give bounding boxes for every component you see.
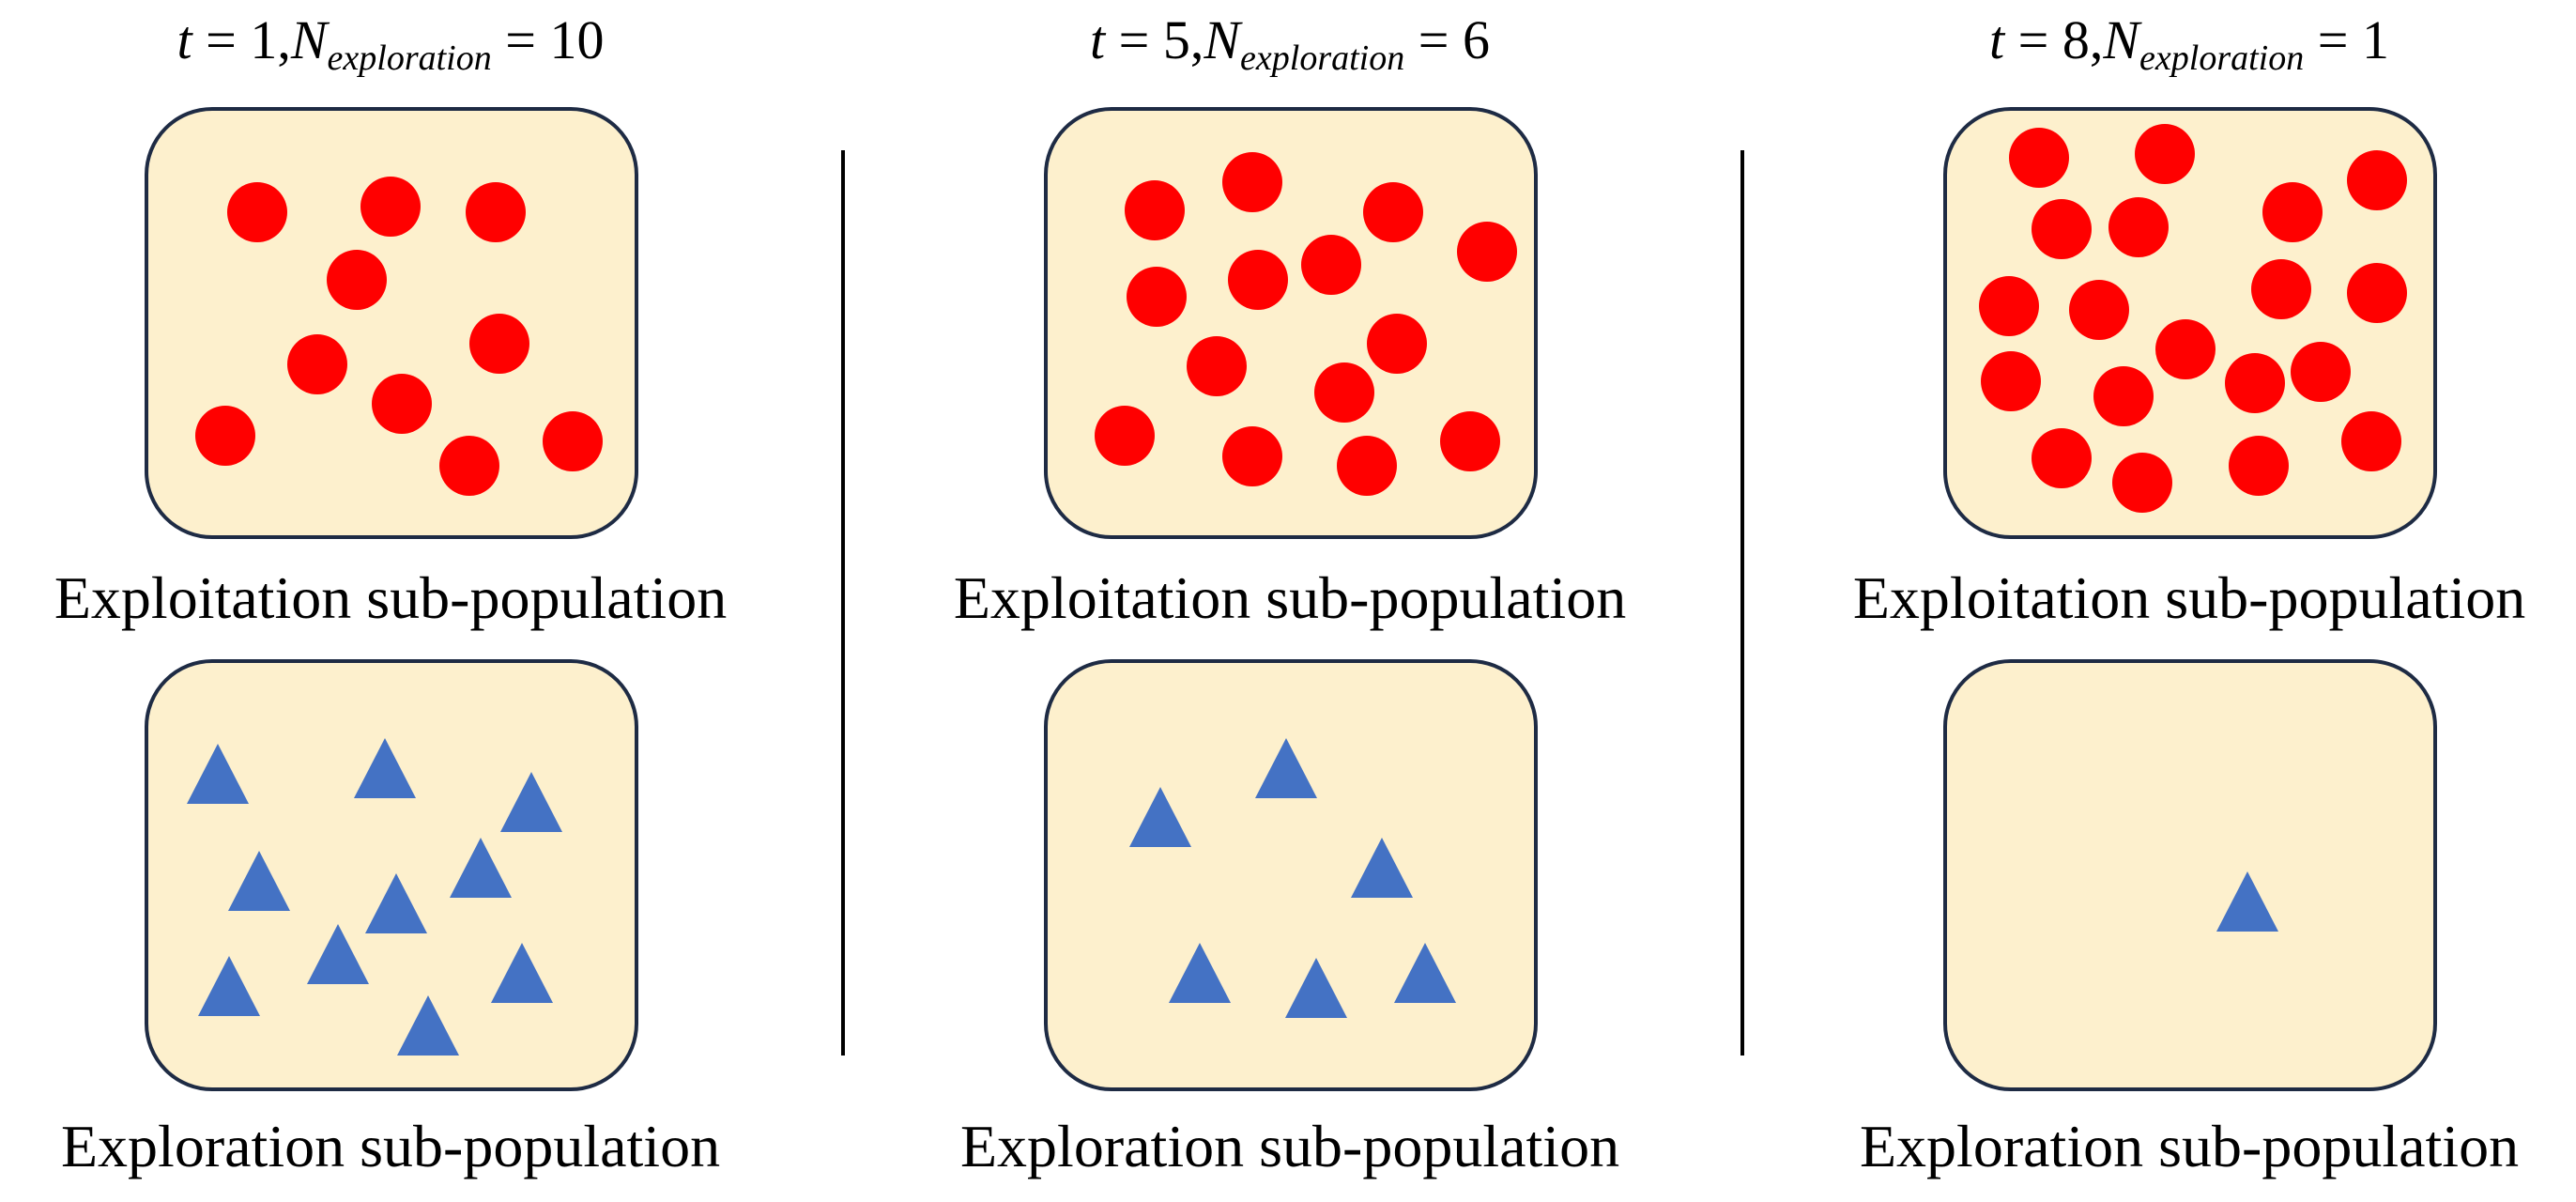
panel-2-n-value: = 6 bbox=[1404, 9, 1490, 70]
exploration-individual-4 bbox=[228, 851, 290, 911]
exploitation-individual-19 bbox=[2341, 411, 2401, 471]
panel-3-exploration-markers bbox=[2216, 871, 2278, 932]
exploitation-individual-9 bbox=[1187, 336, 1247, 396]
exploitation-individual-3 bbox=[466, 182, 526, 242]
exploitation-individual-1 bbox=[2009, 128, 2069, 188]
exploitation-individual-10 bbox=[2347, 263, 2407, 323]
exploitation-individual-5 bbox=[469, 314, 529, 374]
exploitation-individual-2 bbox=[1222, 152, 1282, 212]
exploration-individual-8 bbox=[198, 956, 260, 1016]
exploitation-individual-4 bbox=[1457, 222, 1517, 282]
panel-2: t = 5,Nexploration = 6 Exploitation sub-… bbox=[954, 9, 1626, 1179]
panel-1-n-value: = 10 bbox=[492, 9, 605, 70]
panel-1-t-var: t bbox=[177, 9, 194, 70]
panel-1-exploitation-box bbox=[145, 107, 638, 539]
panel-1-exploration-box bbox=[145, 659, 638, 1091]
exploitation-individual-7 bbox=[1301, 235, 1361, 295]
panel-2-exploration-label: Exploration sub-population bbox=[960, 1113, 1619, 1179]
panel-2-heading: t = 5,Nexploration = 6 bbox=[1090, 9, 1490, 78]
exploitation-individual-18 bbox=[2229, 436, 2289, 496]
exploration-individual-5 bbox=[1285, 958, 1347, 1018]
exploitation-individual-3 bbox=[2347, 150, 2407, 210]
panel-3-n-value: = 1 bbox=[2304, 9, 2389, 70]
exploration-individual-1 bbox=[2216, 871, 2278, 932]
exploitation-individual-16 bbox=[2032, 428, 2092, 488]
exploration-individual-9 bbox=[491, 943, 553, 1003]
exploration-individual-6 bbox=[365, 873, 427, 933]
panel-3-heading: t = 8,Nexploration = 1 bbox=[1989, 9, 2389, 78]
exploitation-individual-7 bbox=[372, 374, 432, 434]
exploitation-individual-12 bbox=[1981, 351, 2041, 411]
exploitation-individual-2 bbox=[360, 177, 421, 237]
panel-2-n-subscript: exploration bbox=[1240, 39, 1404, 78]
exploitation-individual-9 bbox=[439, 436, 499, 496]
exploitation-individual-6 bbox=[287, 334, 347, 394]
panel-2-exploitation-label: Exploitation sub-population bbox=[954, 564, 1626, 631]
exploitation-individual-8 bbox=[195, 406, 255, 466]
exploration-individual-2 bbox=[1255, 738, 1317, 798]
exploration-individual-2 bbox=[354, 738, 416, 798]
exploitation-individual-6 bbox=[1228, 250, 1288, 310]
panel-3-t-value: = 8, bbox=[2004, 9, 2103, 70]
exploration-individual-3 bbox=[1351, 838, 1413, 898]
panel-3-n-subscript: exploration bbox=[2139, 39, 2304, 78]
exploitation-individual-1 bbox=[1125, 180, 1185, 240]
panel-3-n-var: N bbox=[2102, 9, 2142, 70]
panel-3: t = 8,Nexploration = 1 Exploitation sub-… bbox=[1853, 9, 2525, 1179]
exploitation-individual-13 bbox=[1337, 436, 1397, 496]
exploration-individual-7 bbox=[307, 924, 369, 984]
exploitation-individual-14 bbox=[1440, 411, 1500, 471]
exploitation-individual-5 bbox=[1127, 267, 1187, 327]
panel-2-exploitation-markers bbox=[1095, 152, 1517, 496]
panel-1-exploitation-markers bbox=[195, 177, 603, 496]
exploitation-individual-3 bbox=[1363, 182, 1423, 242]
panel-2-n-var: N bbox=[1203, 9, 1243, 70]
panel-3-exploitation-label: Exploitation sub-population bbox=[1853, 564, 2525, 631]
exploration-individual-5 bbox=[450, 838, 512, 898]
exploration-individual-1 bbox=[1129, 787, 1191, 847]
exploration-individual-4 bbox=[1169, 943, 1231, 1003]
exploitation-individual-8 bbox=[1367, 314, 1427, 374]
panel-2-exploration-box bbox=[1044, 659, 1538, 1091]
panel-1-t-value: = 1, bbox=[192, 9, 291, 70]
exploitation-individual-8 bbox=[2069, 280, 2129, 340]
panel-1-exploration-markers bbox=[187, 738, 562, 1056]
exploitation-individual-6 bbox=[2262, 182, 2323, 242]
panel-2-t-value: = 5, bbox=[1105, 9, 1204, 70]
exploitation-individual-15 bbox=[2291, 342, 2351, 402]
panel-2-exploitation-box bbox=[1044, 107, 1538, 539]
panel-2-t-var: t bbox=[1090, 9, 1107, 70]
panel-1: t = 1,Nexploration = 10 Exploitation sub… bbox=[54, 9, 727, 1179]
panel-1-exploitation-label: Exploitation sub-population bbox=[54, 564, 727, 631]
exploitation-individual-13 bbox=[2093, 366, 2154, 426]
panel-3-t-var: t bbox=[1989, 9, 2006, 70]
exploitation-individual-7 bbox=[1979, 276, 2039, 336]
exploration-individual-6 bbox=[1394, 943, 1456, 1003]
exploitation-individual-4 bbox=[327, 250, 387, 310]
panel-1-exploration-label: Exploration sub-population bbox=[61, 1113, 720, 1179]
exploration-individual-3 bbox=[500, 772, 562, 832]
exploitation-individual-12 bbox=[1222, 426, 1282, 486]
panel-1-heading: t = 1,Nexploration = 10 bbox=[177, 9, 605, 78]
exploitation-individual-10 bbox=[1314, 362, 1374, 423]
panel-3-exploration-label: Exploration sub-population bbox=[1860, 1113, 2519, 1179]
panel-2-exploration-markers bbox=[1129, 738, 1456, 1018]
panel-1-n-var: N bbox=[290, 9, 330, 70]
exploitation-individual-11 bbox=[2155, 319, 2216, 379]
exploitation-individual-14 bbox=[2225, 353, 2285, 413]
exploitation-individual-2 bbox=[2135, 124, 2195, 184]
panel-3-exploitation-markers bbox=[1979, 124, 2407, 513]
exploitation-individual-1 bbox=[227, 182, 287, 242]
exploration-individual-1 bbox=[187, 744, 249, 804]
exploitation-individual-5 bbox=[2108, 197, 2169, 257]
exploitation-individual-11 bbox=[1095, 406, 1155, 466]
exploitation-individual-4 bbox=[2032, 199, 2092, 259]
exploitation-individual-17 bbox=[2112, 453, 2172, 513]
exploitation-individual-10 bbox=[543, 411, 603, 471]
exploitation-individual-9 bbox=[2251, 259, 2311, 319]
exploration-individual-10 bbox=[397, 995, 459, 1056]
panel-3-exploration-box bbox=[1943, 659, 2437, 1091]
panel-1-n-subscript: exploration bbox=[328, 39, 492, 78]
